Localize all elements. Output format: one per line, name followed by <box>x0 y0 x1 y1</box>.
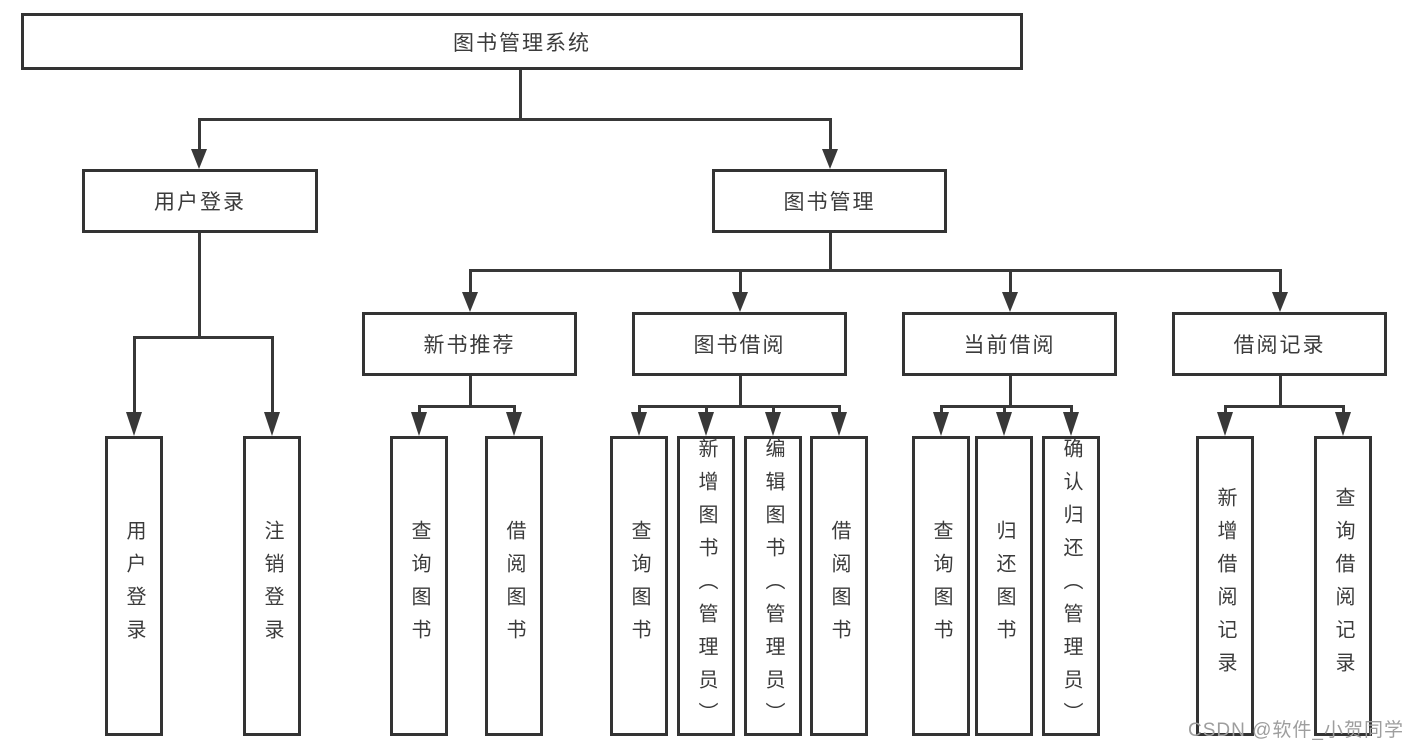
arrowhead-leaf-icon <box>698 412 714 436</box>
connector-new-book-rail <box>418 405 516 408</box>
leaf-records-add-record: 新增借阅记录 <box>1196 436 1254 736</box>
leaf-current-confirm-return-admin: 确认归还（管理员） <box>1042 436 1100 736</box>
arrowhead-leaf-icon <box>1335 412 1351 436</box>
arrowhead-leaf-icon <box>411 412 427 436</box>
connector-leaf-stem <box>772 405 775 416</box>
leaf-borrowing-query-books-label: 查询图书 <box>628 520 650 652</box>
connector-new-book-stem <box>469 269 472 295</box>
connector-leaf-stem <box>1224 405 1227 416</box>
arrowhead-book-management-icon <box>822 149 838 169</box>
connector-book-management-down <box>829 233 832 271</box>
connector-current-borrowing-rail <box>940 405 1073 408</box>
arrowhead-leaf-icon <box>631 412 647 436</box>
arrowhead-leaf-icon <box>831 412 847 436</box>
leaf-current-query-books: 查询图书 <box>912 436 970 736</box>
connector-user-login-down <box>198 233 201 337</box>
arrowhead-leaf-icon <box>506 412 522 436</box>
leaf-newbook-borrow-books: 借阅图书 <box>485 436 543 736</box>
connector-leaf-stem <box>418 405 421 416</box>
connector-current-borrowing-down <box>1009 376 1012 407</box>
node-book-borrowing-label: 图书借阅 <box>693 334 786 357</box>
node-book-management-label: 图书管理 <box>783 191 876 214</box>
node-new-book-recommend: 新书推荐 <box>362 312 577 376</box>
leaf-current-return-books: 归还图书 <box>975 436 1033 736</box>
node-user-login-label: 用户登录 <box>154 191 246 214</box>
arrowhead-user-login-icon <box>191 149 207 169</box>
leaf-borrowing-edit-books-admin-label: 编辑图书（管理员） <box>762 437 784 735</box>
connector-root-stem <box>519 70 522 118</box>
leaf-records-query-record: 查询借阅记录 <box>1314 436 1372 736</box>
arrowhead-new-book-icon <box>462 292 478 312</box>
leaf-newbook-query-books-label: 查询图书 <box>408 520 430 652</box>
node-root-label: 图书管理系统 <box>453 31 591 55</box>
node-root-library-management-system: 图书管理系统 <box>21 13 1023 70</box>
leaf-borrowing-borrow-books: 借阅图书 <box>810 436 868 736</box>
connector-leaf-stem <box>513 405 516 416</box>
arrowhead-leaf-icon <box>933 412 949 436</box>
arrowhead-leaf-icon <box>996 412 1012 436</box>
arrowhead-book-borrowing-icon <box>732 292 748 312</box>
node-book-borrowing: 图书借阅 <box>632 312 847 376</box>
connector-leaf-logout-stem <box>271 336 274 416</box>
leaf-borrowing-add-books-admin: 新增图书（管理员） <box>677 436 735 736</box>
leaf-logout: 注销登录 <box>243 436 301 736</box>
connector-leaf-stem <box>638 405 641 416</box>
leaf-user-login: 用户登录 <box>105 436 163 736</box>
node-current-borrowing-label: 当前借阅 <box>963 334 1056 357</box>
leaf-borrowing-edit-books-admin: 编辑图书（管理员） <box>744 436 802 736</box>
connector-book-management-stem <box>829 118 832 152</box>
node-book-management: 图书管理 <box>712 169 947 233</box>
connector-leaf-user-login-stem <box>133 336 136 416</box>
leaf-logout-label: 注销登录 <box>261 520 283 652</box>
leaf-borrowing-add-books-admin-label: 新增图书（管理员） <box>695 437 717 735</box>
leaf-current-confirm-return-admin-label: 确认归还（管理员） <box>1060 437 1082 735</box>
arrowhead-leaf-user-login-icon <box>126 412 142 436</box>
node-borrowing-records-label: 借阅记录 <box>1233 334 1326 357</box>
arrowhead-leaf-icon <box>1063 412 1079 436</box>
arrowhead-current-borrowing-icon <box>1002 292 1018 312</box>
node-borrowing-records: 借阅记录 <box>1172 312 1387 376</box>
connector-book-borrowing-rail <box>638 405 841 408</box>
connector-leaf-stem <box>705 405 708 416</box>
leaf-records-query-record-label: 查询借阅记录 <box>1332 487 1354 685</box>
connector-leaf-stem <box>1003 405 1006 416</box>
node-user-login: 用户登录 <box>82 169 318 233</box>
leaf-records-add-record-label: 新增借阅记录 <box>1214 487 1236 685</box>
leaf-borrowing-borrow-books-label: 借阅图书 <box>828 520 850 652</box>
leaf-current-return-books-label: 归还图书 <box>993 520 1015 652</box>
connector-borrowing-records-rail <box>1224 405 1345 408</box>
connector-leaf-stem <box>838 405 841 416</box>
arrowhead-borrowing-records-icon <box>1272 292 1288 312</box>
leaf-newbook-borrow-books-label: 借阅图书 <box>503 520 525 652</box>
csdn-watermark: CSDN @软件_小贺同学 <box>1188 720 1404 741</box>
connector-current-borrowing-stem <box>1009 269 1012 295</box>
connector-user-login-rail <box>133 336 274 339</box>
connector-book-borrowing-down <box>739 376 742 407</box>
connector-leaf-stem <box>1070 405 1073 416</box>
leaf-current-query-books-label: 查询图书 <box>930 520 952 652</box>
leaf-newbook-query-books: 查询图书 <box>390 436 448 736</box>
connector-book-borrowing-stem <box>739 269 742 295</box>
connector-user-login-stem <box>198 118 201 152</box>
arrowhead-leaf-icon <box>1217 412 1233 436</box>
connector-borrowing-records-down <box>1279 376 1282 407</box>
leaf-user-login-label: 用户登录 <box>123 520 145 652</box>
connector-borrowing-records-stem <box>1279 269 1282 295</box>
connector-level3-rail <box>469 269 1282 272</box>
leaf-borrowing-query-books: 查询图书 <box>610 436 668 736</box>
node-new-book-recommend-label: 新书推荐 <box>423 334 516 357</box>
connector-leaf-stem <box>1342 405 1345 416</box>
arrowhead-leaf-icon <box>765 412 781 436</box>
connector-level2-rail <box>198 118 832 121</box>
node-current-borrowing: 当前借阅 <box>902 312 1117 376</box>
arrowhead-leaf-logout-icon <box>264 412 280 436</box>
connector-new-book-down <box>469 376 472 407</box>
connector-leaf-stem <box>940 405 943 416</box>
